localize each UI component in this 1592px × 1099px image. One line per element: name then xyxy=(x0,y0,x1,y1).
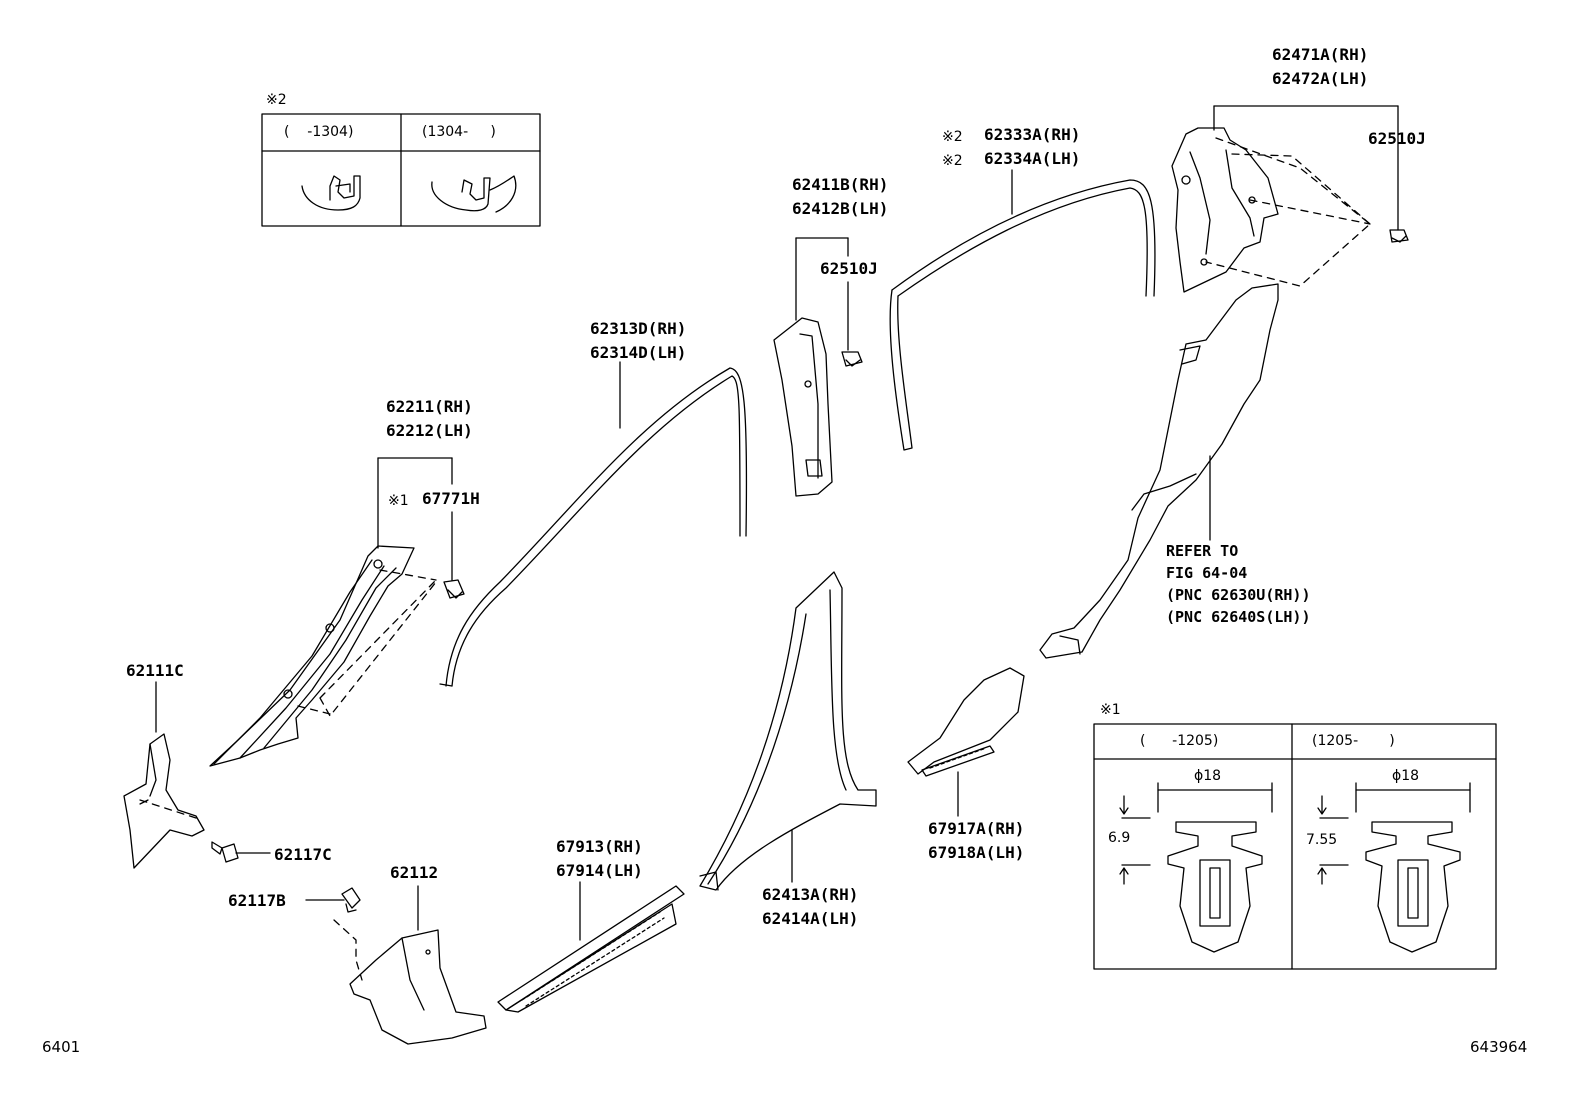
label-62111c: 62111C xyxy=(126,661,184,680)
inset2-col1-header: ( -1304) xyxy=(284,124,354,140)
label-62334a-lh: 62334A(LH) xyxy=(984,149,1081,168)
footer-illustration-number: 643964 xyxy=(1470,1038,1528,1056)
refer-line-2: FIG 64-04 xyxy=(1166,564,1248,582)
label-62117c: 62117C xyxy=(274,845,332,864)
clip-62117b xyxy=(341,887,361,913)
inset-note1-table xyxy=(1093,723,1497,970)
part-62211-a-pillar xyxy=(209,545,415,767)
part-62333a-weatherstrip xyxy=(889,179,1156,451)
label-62411b-rh: 62411B(RH) xyxy=(792,175,889,194)
label-67918a-lh: 67918A(LH) xyxy=(928,843,1025,862)
clip-67771h xyxy=(443,579,465,599)
label-62413a-rh: 62413A(RH) xyxy=(762,885,859,904)
screw-62117c xyxy=(211,841,239,863)
label-67913-rh: 67913(RH) xyxy=(556,837,643,856)
inset2-marker: ※2 xyxy=(266,92,287,108)
label-62117b: 62117B xyxy=(228,891,286,910)
refer-line-3: (PNC 62630U(RH)) xyxy=(1166,586,1311,604)
label-62471a-rh: 62471A(RH) xyxy=(1272,45,1369,64)
inset1-marker: ※1 xyxy=(1100,702,1121,718)
label-62472a-lh: 62472A(LH) xyxy=(1272,69,1369,88)
label-67917a-rh: 67917A(RH) xyxy=(928,819,1025,838)
note2-marker-b: ※2 xyxy=(942,153,963,169)
part-67913-scuff-plate xyxy=(497,885,685,1013)
clip-62510j-mid xyxy=(841,351,863,367)
label-62112: 62112 xyxy=(390,863,439,882)
part-62411b-pillar xyxy=(773,317,833,497)
label-62313d-rh: 62313D(RH) xyxy=(590,319,687,338)
label-67914-lh: 67914(LH) xyxy=(556,861,643,880)
part-rear-quarter-trim xyxy=(1039,283,1279,659)
label-62510j-top: 62510J xyxy=(1368,129,1426,148)
part-62413a-pillar-lower xyxy=(699,571,877,891)
part-62471a-quarter-trim xyxy=(1171,127,1279,293)
part-62111c-cowl-trim xyxy=(123,733,205,869)
inset1-col1-diameter: ϕ18 xyxy=(1194,768,1222,784)
inset-note2-table xyxy=(261,113,541,227)
note2-marker-a: ※2 xyxy=(942,129,963,145)
inset1-col2-diameter: ϕ18 xyxy=(1392,768,1420,784)
refer-line-1: REFER TO xyxy=(1166,542,1239,560)
inset1-col1-height: 6.9 xyxy=(1108,830,1131,846)
footer-figure-number: 6401 xyxy=(42,1038,81,1056)
note1-marker: ※1 xyxy=(388,493,409,509)
label-62211-rh: 62211(RH) xyxy=(386,397,473,416)
leader-lines xyxy=(155,105,1399,941)
inset2-col2-header: (1304- ) xyxy=(422,124,496,140)
dashed-lines xyxy=(139,137,1371,981)
inset1-col2-height: 7.55 xyxy=(1306,832,1338,848)
label-62414a-lh: 62414A(LH) xyxy=(762,909,859,928)
part-62112-kick-panel xyxy=(349,929,487,1045)
label-62314d-lh: 62314D(LH) xyxy=(590,343,687,362)
clip-62510j-top xyxy=(1389,229,1409,243)
label-62412b-lh: 62412B(LH) xyxy=(792,199,889,218)
refer-line-4: (PNC 62640S(LH)) xyxy=(1166,608,1311,626)
inset1-col2-header: (1205- ) xyxy=(1312,733,1395,749)
label-62333a-rh: 62333A(RH) xyxy=(984,125,1081,144)
inset1-col1-header: ( -1205) xyxy=(1140,733,1219,749)
label-62212-lh: 62212(LH) xyxy=(386,421,473,440)
label-62510j-mid: 62510J xyxy=(820,259,878,278)
part-67917a-rear-scuff xyxy=(907,667,1025,777)
part-62313d-weatherstrip xyxy=(439,367,748,687)
label-67771h: 67771H xyxy=(422,489,480,508)
